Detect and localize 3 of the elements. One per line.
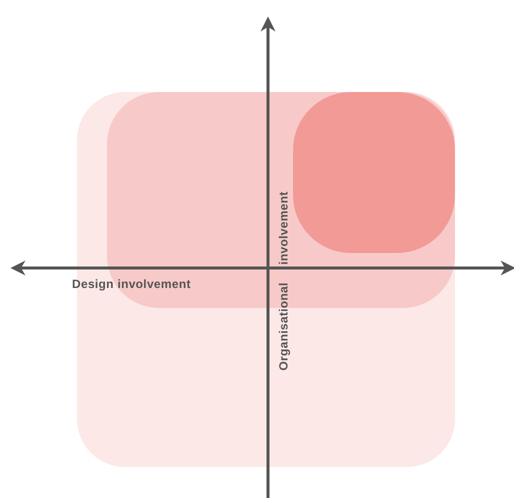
- axis-label: Design involvement: [72, 277, 191, 291]
- axis-label: Organisational involvement: [276, 191, 290, 371]
- inner-area: [293, 92, 455, 253]
